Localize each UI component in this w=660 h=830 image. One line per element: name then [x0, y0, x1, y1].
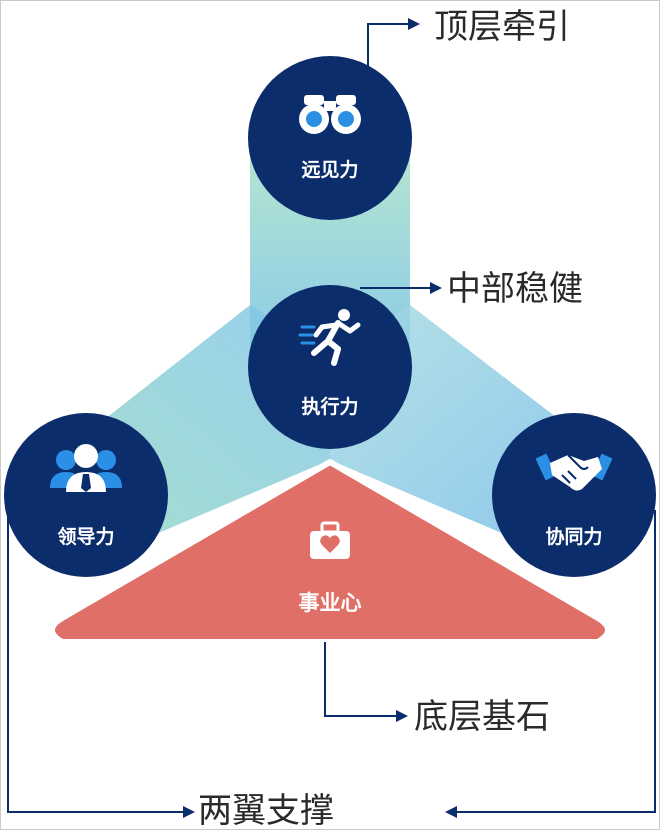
running-person-icon [298, 309, 361, 366]
node-execution: 执行力 [248, 285, 412, 449]
people-group-icon [50, 444, 122, 492]
annotation-wings: 两翼支撑 [198, 791, 334, 830]
base-label: 事业心 [299, 591, 362, 615]
node-execution-label: 执行力 [301, 395, 358, 418]
connector-top [367, 23, 410, 70]
binoculars-icon [299, 95, 361, 134]
handshake-icon [535, 453, 613, 491]
node-vision: 远见力 [248, 56, 412, 220]
connector-bottom [324, 642, 398, 717]
connector-right-wing [456, 510, 656, 813]
arrow-top [408, 18, 420, 30]
annotation-middle: 中部稳健 [447, 269, 583, 309]
briefcase-heart-icon [310, 521, 350, 559]
node-leadership-label: 领导力 [57, 525, 114, 548]
connector-left-wing [7, 510, 184, 813]
node-collaboration-label: 协同力 [545, 525, 602, 548]
node-collaboration: 协同力 [492, 413, 656, 577]
arrow-bottom [396, 710, 408, 722]
arrow-right-wing [445, 806, 457, 818]
node-leadership: 领导力 [4, 413, 168, 577]
arrow-middle [430, 282, 442, 294]
annotation-top: 顶层牵引 [434, 7, 570, 47]
annotation-bottom: 底层基石 [414, 697, 550, 737]
node-vision-label: 远见力 [301, 158, 358, 181]
arrow-left-wing [183, 806, 195, 818]
